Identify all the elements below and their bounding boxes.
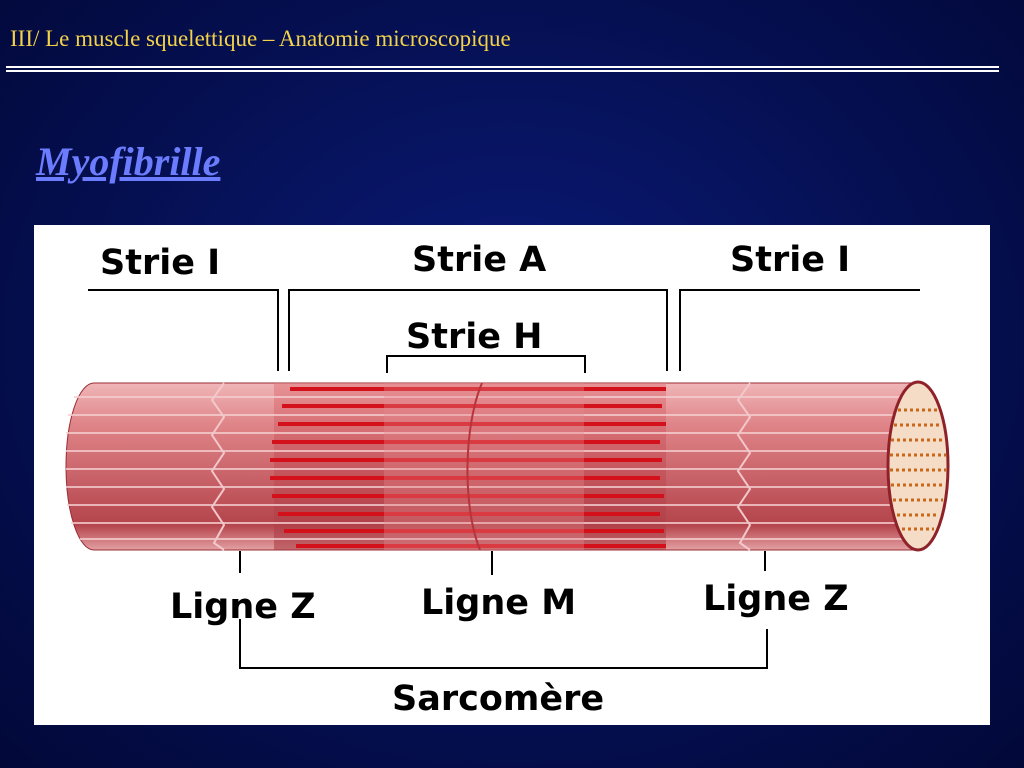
myofibril-svg: Strie I Strie A Strie I Strie H	[65, 240, 950, 719]
slide-title: Myofibrille	[36, 139, 221, 184]
header-divider-top	[6, 66, 999, 68]
m-line	[466, 382, 483, 551]
strie-i-right-label: Strie I	[730, 240, 850, 280]
bottom-pointers	[239, 551, 768, 669]
myofibril-body	[65, 380, 950, 552]
z-line-left	[210, 382, 226, 551]
strie-i-left-label: Strie I	[100, 243, 220, 283]
ligne-m-label: Ligne M	[421, 583, 576, 623]
sarcomere-label: Sarcomère	[392, 679, 604, 719]
fiber-end-cap	[886, 380, 950, 552]
ligne-z-right-label: Ligne Z	[703, 579, 849, 619]
strie-a-label: Strie A	[412, 240, 546, 280]
header-divider-bottom	[6, 70, 999, 72]
strie-h-label: Strie H	[406, 317, 542, 357]
slide-header: III/ Le muscle squelettique – Anatomie m…	[10, 26, 511, 51]
ligne-z-left-label: Ligne Z	[170, 587, 316, 627]
top-brackets	[88, 289, 920, 373]
myofibril-diagram: Strie I Strie A Strie I Strie H	[34, 225, 990, 725]
z-line-right	[736, 382, 752, 551]
